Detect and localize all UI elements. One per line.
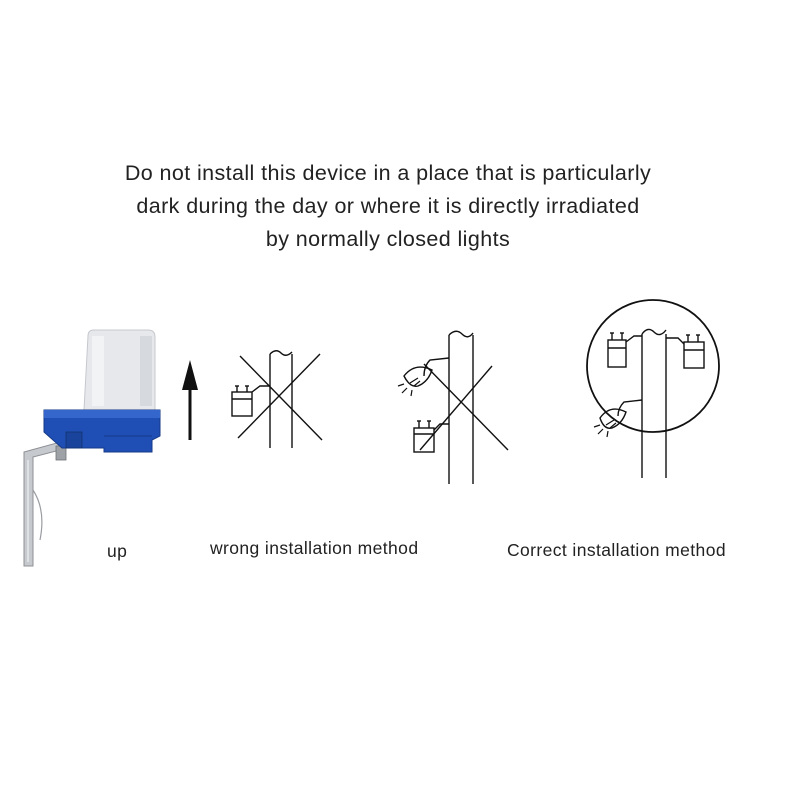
- pole: [269, 350, 293, 448]
- sensor-icon: [666, 334, 705, 369]
- photo-sensor-device: [23, 329, 161, 567]
- highlight-circle: [586, 299, 720, 433]
- pole: [448, 330, 474, 484]
- cross-mark-icon: [419, 363, 509, 451]
- mounting-bracket: [23, 440, 67, 567]
- wrong-method-dark-place: [231, 350, 323, 448]
- sensor-icon: [413, 420, 449, 453]
- cross-mark-icon: [237, 353, 323, 441]
- notice-line-3: by normally closed lights: [265, 227, 511, 251]
- up-arrow-icon: [182, 360, 198, 440]
- pole: [641, 328, 667, 478]
- lamp-icon: [593, 399, 643, 438]
- correct-method: [586, 299, 720, 478]
- installation-notice: Do not install this device in a place th…: [0, 157, 776, 256]
- sensor-icon: [231, 385, 270, 417]
- sensor-icon: [607, 332, 642, 368]
- caption-wrong-method: wrong installation method: [210, 538, 419, 558]
- lamp-icon: [397, 357, 450, 397]
- caption-up: up: [107, 541, 128, 561]
- sensor-cap: [83, 329, 156, 411]
- notice-line-2: dark during the day or where it is direc…: [136, 194, 640, 218]
- caption-correct-method: Correct installation method: [507, 540, 726, 560]
- notice-line-1: Do not install this device in a place th…: [124, 161, 652, 185]
- sensor-base: [43, 409, 161, 453]
- wrong-method-under-lamp: [397, 330, 509, 484]
